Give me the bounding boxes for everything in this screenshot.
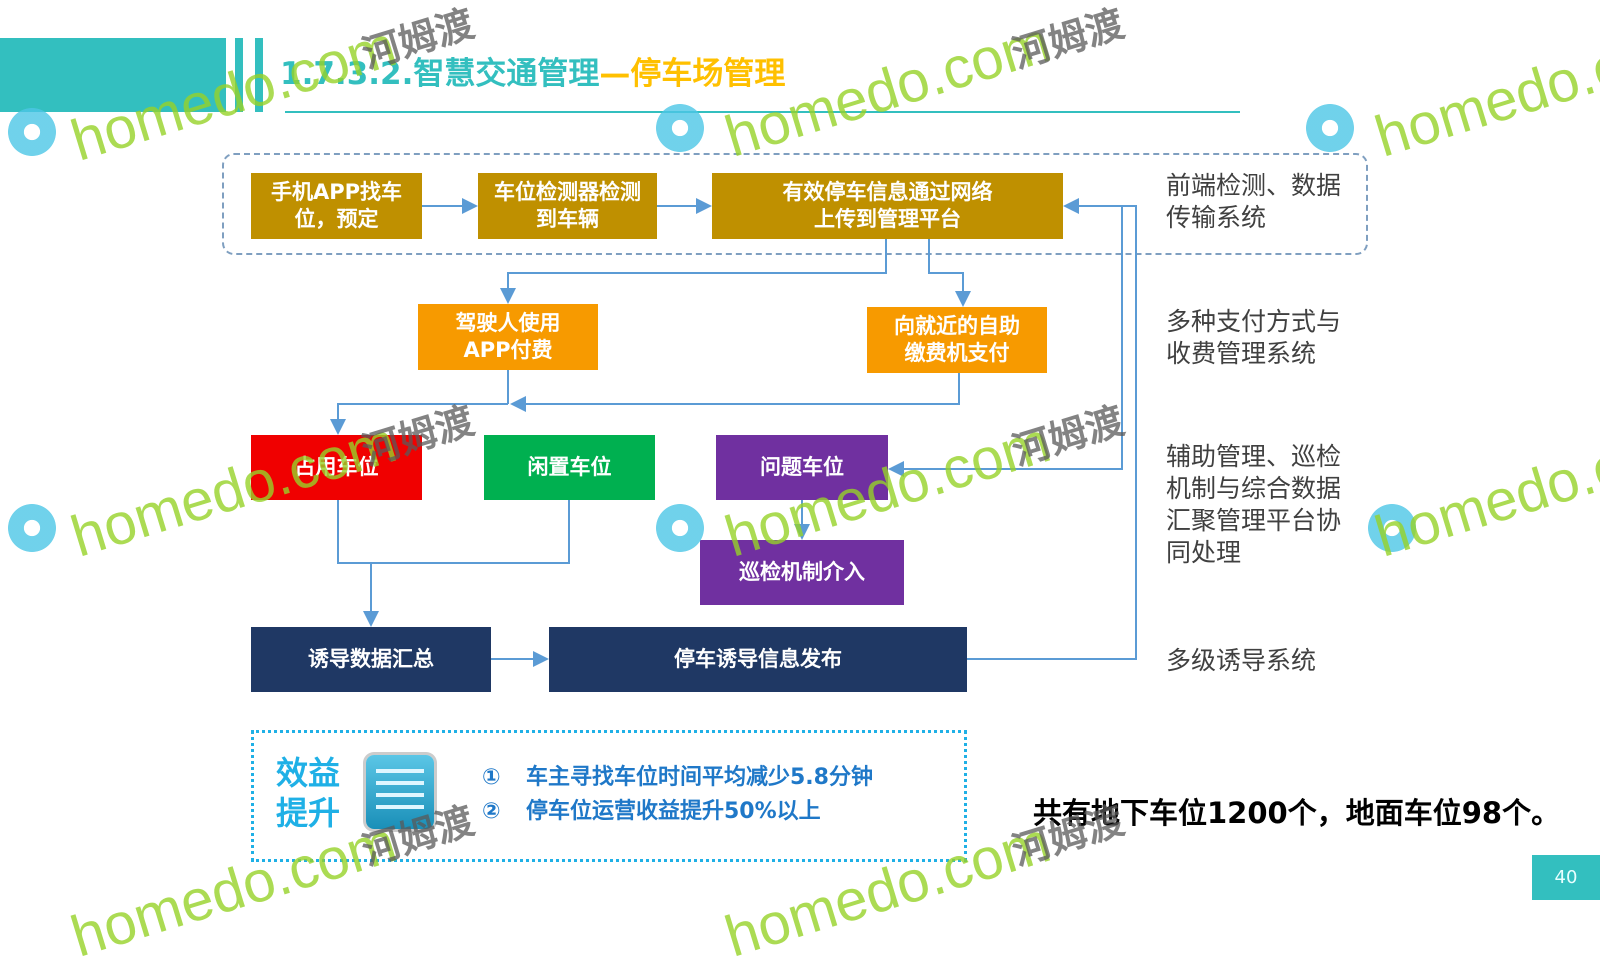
page-number: 40 <box>1532 855 1600 900</box>
side-label-payment: 多种支付方式与收费管理系统 <box>1166 307 1342 368</box>
box-publish: 停车诱导信息发布 <box>549 627 967 692</box>
watermark-flower-icon <box>4 104 60 160</box>
page-title: 1.7.3.2.智慧交通管理—停车场管理 <box>280 48 785 93</box>
item-text: 停车位运营收益提升50%以上 <box>526 799 821 824</box>
watermark-flower-icon <box>4 500 60 556</box>
title-main: 1.7.3.2.智慧交通管理 <box>280 56 600 92</box>
side-label-guidance: 多级诱导系统 <box>1166 646 1317 675</box>
benefit-list: ① 车主寻找车位时间平均减少5.8分钟 ② 停车位运营收益提升50%以上 <box>482 761 873 829</box>
notepad-icon <box>366 755 434 829</box>
box-find-spot: 手机APP找车位，预定 <box>251 173 422 239</box>
frontend-frame <box>222 153 1368 255</box>
box-idle: 闲置车位 <box>484 435 655 500</box>
arrow-publish-to-upload <box>967 198 1137 660</box>
box-upload: 有效停车信息通过网络上传到管理平台 <box>712 173 1063 239</box>
arrow-kiosk-merge <box>510 373 960 412</box>
header-stripe <box>235 38 243 112</box>
title-underline <box>285 111 1240 113</box>
header-stripe <box>255 38 263 112</box>
box-patrol: 巡检机制介入 <box>700 540 904 605</box>
box-kiosk-pay: 向就近的自助缴费机支付 <box>867 307 1047 373</box>
item-number: ① <box>482 765 501 790</box>
watermark-flower-icon <box>1302 100 1358 156</box>
connector-lines <box>330 198 1137 667</box>
benefit-item: ① 车主寻找车位时间平均减少5.8分钟 <box>482 761 873 795</box>
side-label-management: 辅助管理、巡检机制与综合数据汇聚管理平台协同处理 <box>1166 442 1342 567</box>
box-problem: 问题车位 <box>716 435 888 500</box>
watermark-flower-icon <box>652 500 708 556</box>
arrow-to-occupied <box>330 403 508 435</box>
box-app-pay: 驾驶人使用APP付费 <box>418 304 598 370</box>
arrow-upload-to-app-pay <box>500 239 887 304</box>
header-teal-bar <box>0 38 226 112</box>
benefit-title: 效益提升 <box>276 754 341 832</box>
box-detector: 车位检测器检测到车辆 <box>478 173 657 239</box>
arrow-to-problem <box>888 206 1123 477</box>
box-summary: 诱导数据汇总 <box>251 627 491 692</box>
line-occupied-idle-join <box>337 500 570 564</box>
benefit-panel: 效益提升 ① 车主寻找车位时间平均减少5.8分钟 ② 停车位运营收益提升50%以上 <box>251 730 967 862</box>
box-occupied: 占用车位 <box>251 435 422 500</box>
side-label-frontend: 前端检测、数据传输系统 <box>1166 171 1342 232</box>
item-text: 车主寻找车位时间平均减少5.8分钟 <box>526 765 873 790</box>
title-sub: —停车场管理 <box>599 56 786 92</box>
parking-count-text: 共有地下车位1200个，地面车位98个。 <box>1033 796 1561 830</box>
benefit-item: ② 停车位运营收益提升50%以上 <box>482 795 873 829</box>
item-number: ② <box>482 799 501 824</box>
watermark-flower-icon <box>652 100 708 156</box>
watermark-flower-icon <box>1364 500 1420 556</box>
arrow-upload-to-kiosk <box>928 239 971 307</box>
